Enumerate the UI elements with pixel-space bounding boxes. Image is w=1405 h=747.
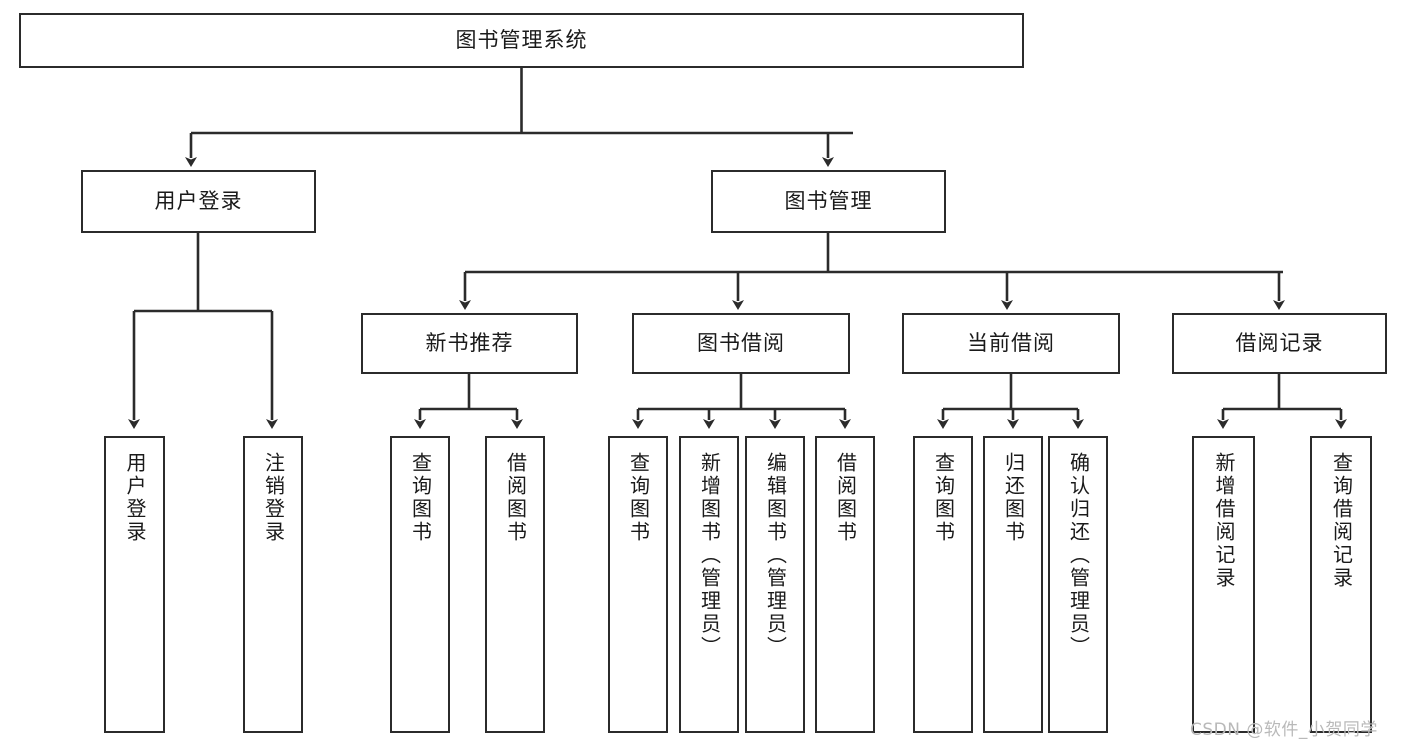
node-borrow-record[interactable]: 借阅记录 — [1172, 313, 1387, 374]
node-user-login-label: 用户登录 — [154, 188, 243, 213]
node-leaf-return-book-label: 归还图书 — [1001, 452, 1026, 544]
node-leaf-confirm-return[interactable]: 确认归还（管理员） — [1048, 436, 1108, 733]
node-leaf-add-record-label: 新增借阅记录 — [1212, 452, 1236, 590]
node-leaf-logout[interactable]: 注销登录 — [243, 436, 303, 733]
node-new-book-recommend-label: 新书推荐 — [425, 330, 514, 355]
node-current-borrow-label: 当前借阅 — [967, 330, 1055, 355]
node-leaf-add-book[interactable]: 新增图书（管理员） — [679, 436, 739, 733]
node-leaf-query-record[interactable]: 查询借阅记录 — [1310, 436, 1372, 733]
node-root[interactable]: 图书管理系统 — [19, 13, 1024, 68]
node-leaf-add-record[interactable]: 新增借阅记录 — [1192, 436, 1255, 733]
node-book-borrow[interactable]: 图书借阅 — [632, 313, 850, 374]
node-leaf-query-book-1[interactable]: 查询图书 — [390, 436, 450, 733]
node-leaf-logout-label: 注销登录 — [261, 452, 286, 544]
node-leaf-borrow-book-2-label: 借阅图书 — [833, 452, 858, 544]
node-new-book-recommend[interactable]: 新书推荐 — [361, 313, 578, 374]
node-leaf-borrow-book-2[interactable]: 借阅图书 — [815, 436, 875, 733]
node-leaf-add-book-label: 新增图书（管理员） — [697, 452, 722, 659]
node-root-label: 图书管理系统 — [455, 27, 588, 52]
node-book-borrow-label: 图书借阅 — [697, 330, 785, 355]
node-leaf-borrow-book-1[interactable]: 借阅图书 — [485, 436, 545, 733]
node-leaf-query-book-2[interactable]: 查询图书 — [608, 436, 668, 733]
node-book-manage[interactable]: 图书管理 — [711, 170, 946, 233]
node-leaf-edit-book-label: 编辑图书（管理员） — [763, 452, 788, 659]
node-leaf-query-record-label: 查询借阅记录 — [1329, 452, 1354, 590]
node-book-manage-label: 图书管理 — [784, 188, 873, 213]
node-leaf-return-book[interactable]: 归还图书 — [983, 436, 1043, 733]
node-leaf-user-login[interactable]: 用户登录 — [104, 436, 165, 733]
node-leaf-query-book-2-label: 查询图书 — [626, 452, 651, 544]
node-leaf-query-book-3-label: 查询图书 — [931, 452, 956, 544]
node-leaf-query-book-1-label: 查询图书 — [408, 452, 433, 544]
node-borrow-record-label: 借阅记录 — [1235, 330, 1324, 355]
node-leaf-borrow-book-1-label: 借阅图书 — [503, 452, 528, 544]
node-current-borrow[interactable]: 当前借阅 — [902, 313, 1120, 374]
csdn-watermark: CSDN @软件_小贺同学 — [1190, 720, 1378, 740]
node-leaf-edit-book[interactable]: 编辑图书（管理员） — [745, 436, 805, 733]
node-leaf-user-login-label: 用户登录 — [123, 452, 147, 544]
node-leaf-query-book-3[interactable]: 查询图书 — [913, 436, 973, 733]
node-leaf-confirm-return-label: 确认归还（管理员） — [1066, 452, 1091, 659]
node-user-login[interactable]: 用户登录 — [81, 170, 316, 233]
